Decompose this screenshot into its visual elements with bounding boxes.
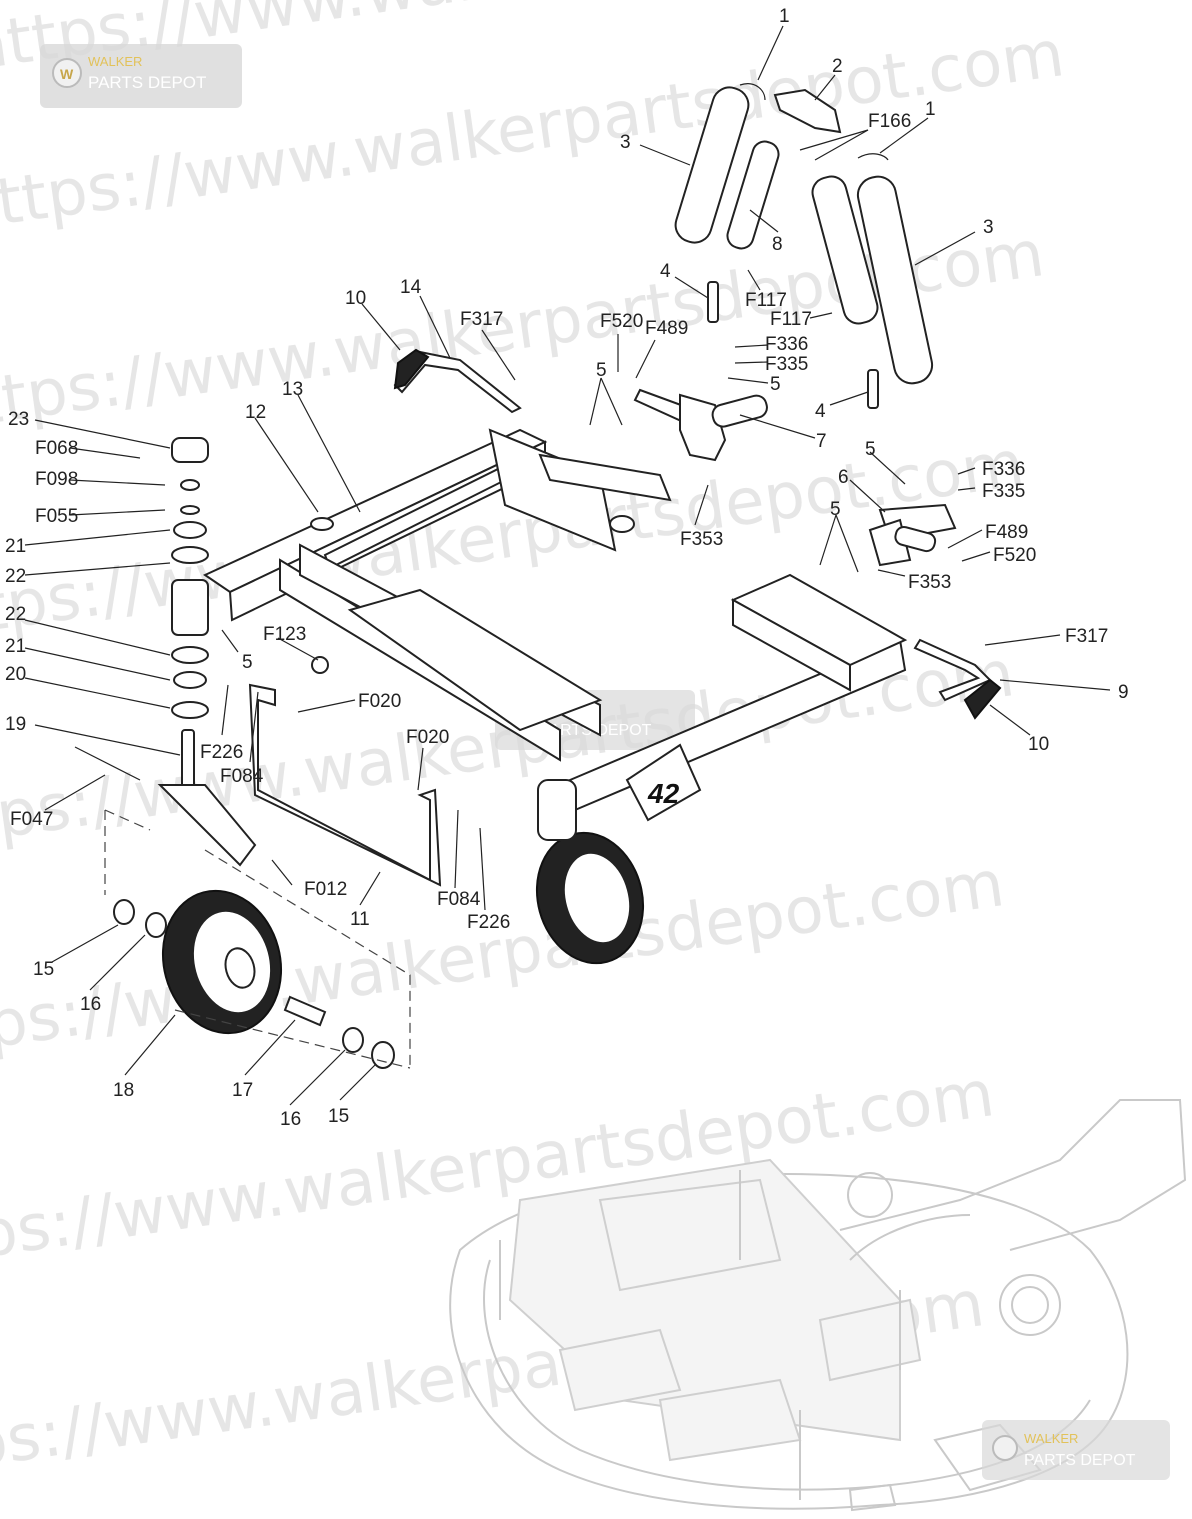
callout-2: 2 <box>832 56 843 77</box>
assembly-dash <box>104 809 411 1069</box>
callout-10: 10 <box>345 288 366 309</box>
callout-21: 21 <box>5 536 26 557</box>
callout-F068: F068 <box>35 438 78 459</box>
callout-F317: F317 <box>1065 626 1108 647</box>
callout-5: 5 <box>770 374 781 395</box>
callout-10: 10 <box>1028 734 1049 755</box>
callout-F317: F317 <box>460 309 503 330</box>
spring-right <box>811 175 879 325</box>
callout-F335: F335 <box>982 481 1025 502</box>
leader-lines <box>24 25 1111 1106</box>
callout-16: 16 <box>80 994 101 1015</box>
callout-F336: F336 <box>765 334 808 355</box>
callout-4: 4 <box>815 401 826 422</box>
f123-washer <box>311 656 329 674</box>
callout-1: 1 <box>779 6 790 27</box>
callout-F098: F098 <box>35 469 78 490</box>
callout-12: 12 <box>245 402 266 423</box>
handle-right <box>913 638 1002 720</box>
caster-bracket-11 <box>248 683 442 887</box>
callout-7: 7 <box>816 431 827 452</box>
callout-6: 6 <box>838 467 849 488</box>
callout-22: 22 <box>5 604 26 625</box>
callout-F520: F520 <box>993 545 1036 566</box>
eye-bolt <box>867 369 879 409</box>
brand-badge: WALKER PARTS DEPOT <box>982 1420 1170 1480</box>
frame-plug <box>310 517 334 531</box>
callout-F084: F084 <box>220 766 264 787</box>
callout-5: 5 <box>865 439 876 460</box>
badge-line1: WALKER <box>88 54 142 69</box>
wheel-hardware <box>113 899 395 1069</box>
callout-F084: F084 <box>437 889 481 910</box>
callout-F047: F047 <box>10 809 53 830</box>
callout-5: 5 <box>830 499 841 520</box>
pivot-arm-6 <box>868 503 957 567</box>
spring-left <box>726 140 780 250</box>
svg-text:W: W <box>60 66 74 82</box>
spring-cover-left <box>674 86 750 244</box>
callout-F336: F336 <box>982 459 1025 480</box>
callout-16: 16 <box>280 1109 301 1130</box>
callout-F353: F353 <box>680 529 723 550</box>
callout-F335: F335 <box>765 354 808 375</box>
callout-17: 17 <box>232 1080 253 1101</box>
spring-cover-right <box>856 175 934 385</box>
callout-20: 20 <box>5 664 26 685</box>
callout-13: 13 <box>282 379 303 400</box>
callout-F020: F020 <box>406 727 449 748</box>
brand-badge: W WALKER PARTS DEPOT <box>40 44 242 108</box>
caster-wheel-right <box>535 779 645 965</box>
callout-3: 3 <box>983 217 994 238</box>
wheel-18 <box>161 889 283 1035</box>
retaining-clip <box>739 83 766 101</box>
callout-14: 14 <box>400 277 422 298</box>
callout-21: 21 <box>5 636 26 657</box>
badge-line2: PARTS DEPOT <box>1024 1452 1136 1469</box>
callout-3: 3 <box>620 132 631 153</box>
callout-4: 4 <box>660 261 671 282</box>
callout-11: 11 <box>350 909 370 930</box>
deck-size-label: 42 <box>647 778 680 809</box>
callout-5: 5 <box>596 360 607 381</box>
caster-hardware <box>74 437 257 867</box>
callout-19: 19 <box>5 714 26 735</box>
callout-5: 5 <box>242 652 253 673</box>
pivot-arm-7 <box>633 388 768 462</box>
callout-F055: F055 <box>35 506 78 527</box>
callout-F020: F020 <box>358 691 401 712</box>
callout-F117: F117 <box>770 309 812 330</box>
watermark-text: https://www.walkerpartsdepot.com <box>0 847 1009 1076</box>
callout-F489: F489 <box>985 522 1028 543</box>
callout-F012: F012 <box>304 879 347 900</box>
callout-F489: F489 <box>645 318 688 339</box>
callout-23: 23 <box>8 409 29 430</box>
callout-22: 22 <box>5 566 26 587</box>
callout-15: 15 <box>328 1106 349 1127</box>
callout-18: 18 <box>113 1080 134 1101</box>
badge-line2: PARTS DEPOT <box>88 73 206 92</box>
deck-frame: 42 <box>202 428 908 822</box>
spring-bracket <box>773 88 842 134</box>
callout-F226: F226 <box>200 742 243 763</box>
callout-F123: F123 <box>263 624 306 645</box>
badge-line1: WALKER <box>1024 1431 1078 1446</box>
callout-F353: F353 <box>908 572 951 593</box>
handle-left <box>393 348 522 414</box>
callout-15: 15 <box>33 959 54 980</box>
callout-labels: 1 2 F166 1 3 3 8 4 F117 F117 10 14 F317 … <box>5 6 1129 1130</box>
callout-F166: F166 <box>868 111 911 132</box>
callout-F117: F117 <box>745 290 787 311</box>
callout-9: 9 <box>1118 682 1129 703</box>
callout-1: 1 <box>925 99 936 120</box>
callout-8: 8 <box>772 234 783 255</box>
eye-bolt <box>707 281 719 323</box>
deck-size-plate <box>625 743 702 822</box>
callout-F226: F226 <box>467 912 510 933</box>
retaining-clip <box>857 153 889 161</box>
callout-F520: F520 <box>600 311 643 332</box>
spring-assembly <box>674 83 934 409</box>
